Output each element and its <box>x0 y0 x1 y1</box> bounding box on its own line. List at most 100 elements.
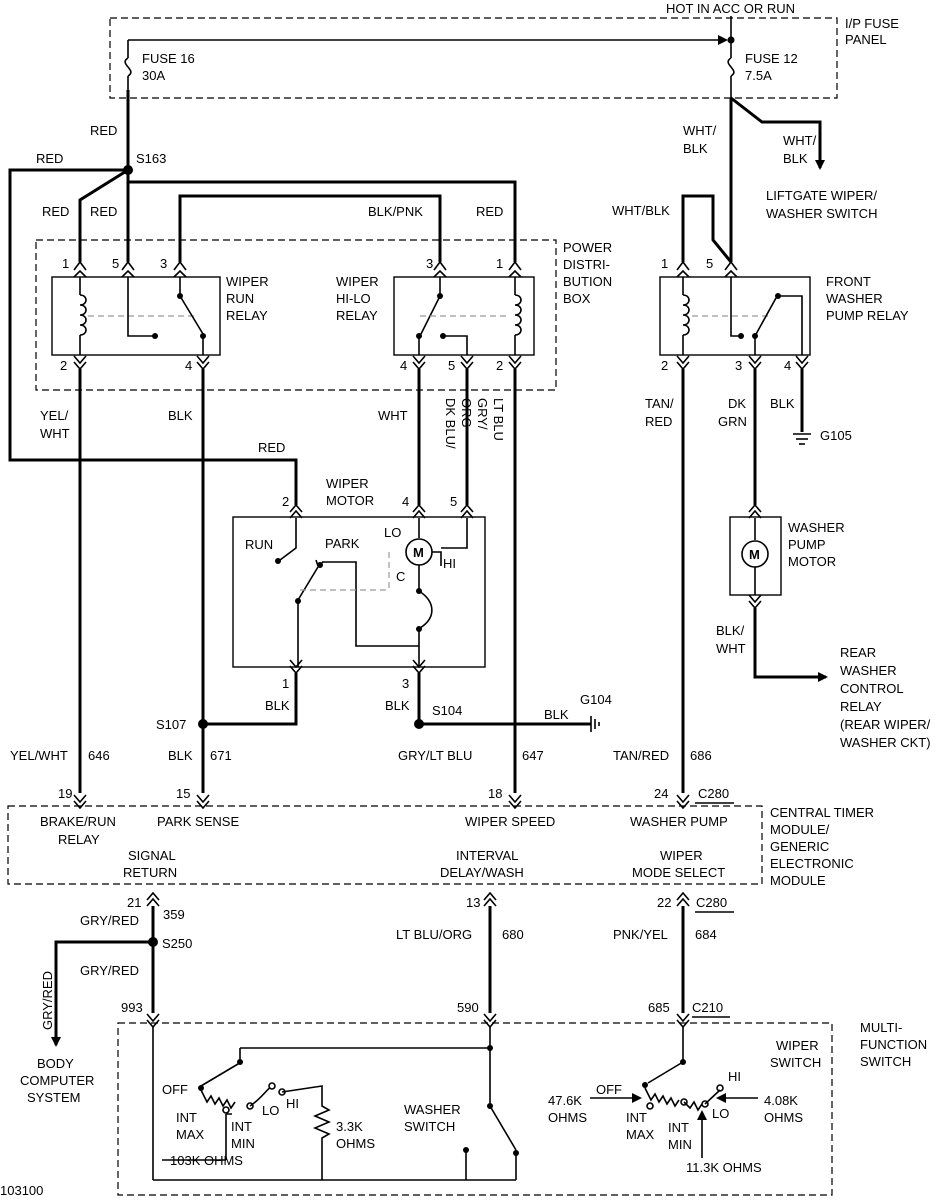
wiper-run-relay-title-1: WIPER <box>226 274 269 289</box>
svg-text:5: 5 <box>112 256 119 271</box>
connector-c280-top: C280 <box>698 786 729 801</box>
svg-text:GRY/LT BLU: GRY/LT BLU <box>398 748 472 763</box>
svg-text:359: 359 <box>163 907 185 922</box>
svg-text:MAX: MAX <box>176 1127 205 1142</box>
svg-text:LO: LO <box>712 1106 729 1121</box>
svg-text:C: C <box>396 569 405 584</box>
svg-text:GRY/RED: GRY/RED <box>80 913 139 928</box>
svg-text:GRY/RED: GRY/RED <box>40 971 55 1030</box>
svg-text:HI: HI <box>728 1069 741 1084</box>
wiper-hilo-relay-title-1: WIPER <box>336 274 379 289</box>
svg-text:BLK/: BLK/ <box>716 623 745 638</box>
fuse-16-label: FUSE 16 <box>142 51 195 66</box>
wire-red-hilo-label: RED <box>476 204 503 219</box>
svg-text:686: 686 <box>690 748 712 763</box>
fuse-16-icon <box>124 57 132 77</box>
svg-text:OHMS: OHMS <box>764 1110 803 1125</box>
svg-text:2: 2 <box>60 358 67 373</box>
svg-text:YEL/WHT: YEL/WHT <box>10 748 68 763</box>
svg-text:PUMP: PUMP <box>788 537 826 552</box>
svg-text:RELAY: RELAY <box>840 699 882 714</box>
svg-text:5: 5 <box>706 256 713 271</box>
svg-text:CONTROL: CONTROL <box>840 681 904 696</box>
svg-text:FRONT: FRONT <box>826 274 871 289</box>
svg-text:WHT: WHT <box>40 426 70 441</box>
svg-text:WASHER CKT): WASHER CKT) <box>840 735 931 750</box>
svg-text:DK: DK <box>728 396 746 411</box>
svg-text:LO: LO <box>384 525 401 540</box>
wire-red-outer-label: RED <box>36 151 63 166</box>
fuse-12-icon <box>727 57 735 77</box>
ctm-outline <box>7 805 763 885</box>
svg-text:11.3K OHMS: 11.3K OHMS <box>686 1160 762 1175</box>
svg-text:INT: INT <box>176 1110 197 1125</box>
svg-text:TAN/: TAN/ <box>645 396 674 411</box>
svg-text:ORG: ORG <box>459 398 474 428</box>
svg-text:RETURN: RETURN <box>123 865 177 880</box>
svg-text:3: 3 <box>402 676 409 691</box>
svg-text:YEL/: YEL/ <box>40 408 69 423</box>
svg-text:BLK: BLK <box>783 151 808 166</box>
svg-text:24: 24 <box>654 786 668 801</box>
svg-text:DELAY/WASH: DELAY/WASH <box>440 865 524 880</box>
svg-text:2: 2 <box>496 358 503 373</box>
svg-text:MIN: MIN <box>668 1137 692 1152</box>
svg-text:684: 684 <box>695 927 717 942</box>
bus-arrow-icon <box>718 35 728 45</box>
svg-text:(REAR WIPER/: (REAR WIPER/ <box>840 717 931 732</box>
svg-text:INTERVAL: INTERVAL <box>456 848 518 863</box>
svg-text:TAN/RED: TAN/RED <box>613 748 669 763</box>
svg-text:CENTRAL TIMER: CENTRAL TIMER <box>770 805 874 820</box>
svg-text:COMPUTER: COMPUTER <box>20 1073 94 1088</box>
multi-function-switch: MULTI- FUNCTION SWITCH WIPER SWITCH OFF … <box>117 1020 927 1196</box>
pdb-title-1: POWER <box>563 240 612 255</box>
svg-text:671: 671 <box>210 748 232 763</box>
svg-text:3: 3 <box>426 256 433 271</box>
svg-text:680: 680 <box>502 927 524 942</box>
svg-text:MODULE: MODULE <box>770 873 826 888</box>
svg-text:4: 4 <box>784 358 791 373</box>
svg-text:OFF: OFF <box>596 1082 622 1097</box>
svg-text:M: M <box>749 547 760 562</box>
svg-text:DK BLU/: DK BLU/ <box>443 398 458 449</box>
svg-text:OHMS: OHMS <box>336 1136 375 1151</box>
pdb-title-4: BOX <box>563 291 591 306</box>
svg-text:ELECTRONIC: ELECTRONIC <box>770 856 854 871</box>
svg-text:LO: LO <box>262 1103 279 1118</box>
svg-text:MODE SELECT: MODE SELECT <box>632 865 725 880</box>
front-washer-pump-relay: 1 5 2 3 4 FRONT WASHER PUMP RELAY <box>659 256 909 373</box>
svg-text:PARK: PARK <box>325 536 360 551</box>
svg-text:1: 1 <box>661 256 668 271</box>
svg-text:OHMS: OHMS <box>548 1110 587 1125</box>
central-timer-module: BRAKE/RUN RELAY PARK SENSE WIPER SPEED W… <box>7 805 874 888</box>
svg-text:647: 647 <box>522 748 544 763</box>
hot-in-acc-label: HOT IN ACC OR RUN <box>666 1 795 16</box>
ip-fuse-panel-title-1: I/P FUSE <box>845 16 899 31</box>
svg-text:WIPER: WIPER <box>776 1038 819 1053</box>
svg-text:15: 15 <box>176 786 190 801</box>
svg-text:OFF: OFF <box>162 1082 188 1097</box>
svg-text:BRAKE/RUN: BRAKE/RUN <box>40 814 116 829</box>
svg-text:590: 590 <box>457 1000 479 1015</box>
svg-text:FUNCTION: FUNCTION <box>860 1037 927 1052</box>
svg-text:PUMP RELAY: PUMP RELAY <box>826 308 909 323</box>
svg-text:SWITCH: SWITCH <box>860 1054 911 1069</box>
lower-wiring: 21 13 22 C280 GRY/RED 359 S250 GRY/RED G… <box>20 891 734 1105</box>
pdb-title-2: DISTRI- <box>563 257 610 272</box>
svg-text:BLK: BLK <box>168 408 193 423</box>
ip-fuse-panel-outline <box>109 17 838 99</box>
splice-s250-label: S250 <box>162 936 192 951</box>
svg-text:3: 3 <box>735 358 742 373</box>
splice-s107-label: S107 <box>156 717 186 732</box>
svg-text:SWITCH: SWITCH <box>770 1055 821 1070</box>
ground-g104-label: G104 <box>580 692 612 707</box>
ground-g104-icon <box>590 716 600 732</box>
wire-blk-pnk-label: BLK/PNK <box>368 204 423 219</box>
washer-wiring: TAN/ RED DK GRN BLK G105 <box>645 369 852 793</box>
wire-red-pin1-label: RED <box>42 204 69 219</box>
svg-text:WIPER SPEED: WIPER SPEED <box>465 814 555 829</box>
pdb-title-3: BUTION <box>563 274 612 289</box>
svg-text:21: 21 <box>127 895 141 910</box>
motor-ground-wiring: 1 BLK S107 3 BLK S104 BLK G104 <box>156 673 612 732</box>
